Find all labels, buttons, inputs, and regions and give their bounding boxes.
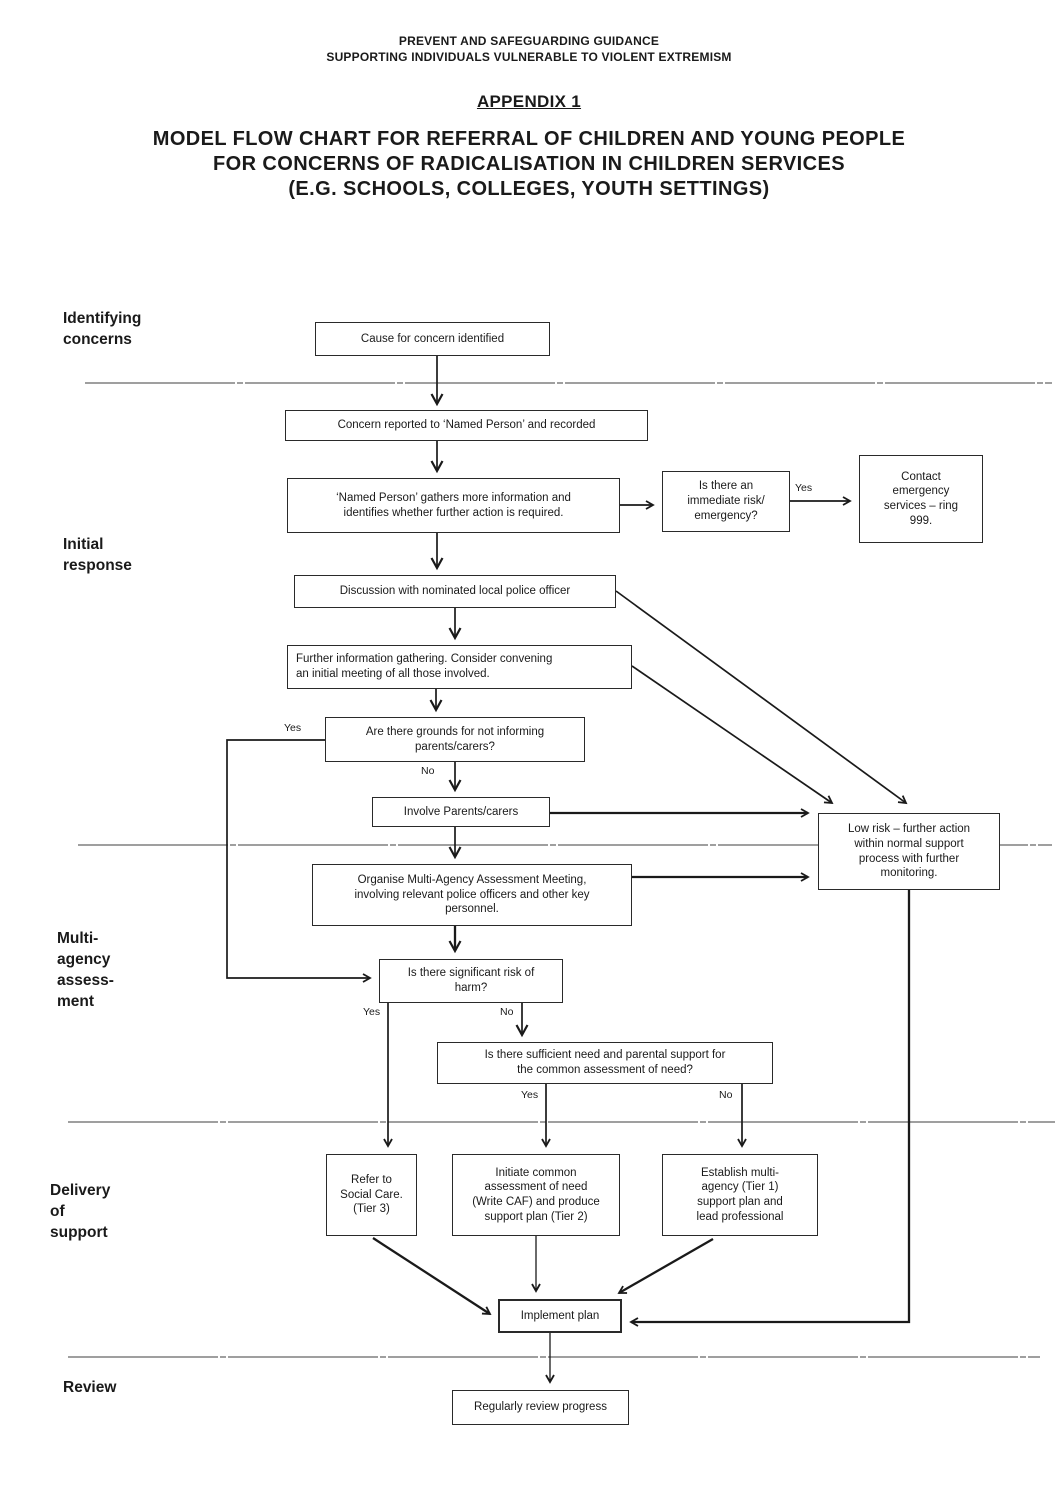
edge-label-grounds-no: No bbox=[421, 765, 435, 777]
node-refer-social-care: Refer to Social Care. (Tier 3) bbox=[326, 1154, 417, 1236]
page-title: MODEL FLOW CHART FOR REFERRAL OF CHILDRE… bbox=[152, 128, 906, 200]
node-implement-plan: Implement plan bbox=[498, 1299, 622, 1333]
doc-header-line2: SUPPORTING INDIVIDUALS VULNERABLE TO VIO… bbox=[326, 50, 732, 64]
node-initiate-common-assessment: Initiate common assessment of need (Writ… bbox=[452, 1154, 620, 1236]
node-contact-emergency-services: Contact emergency services – ring 999. bbox=[859, 455, 983, 543]
edge-further-to-lowrisk bbox=[631, 665, 834, 805]
node-organise-multi-agency-meeting: Organise Multi-Agency Assessment Meeting… bbox=[312, 864, 632, 926]
node-regularly-review-progress: Regularly review progress bbox=[452, 1390, 629, 1425]
node-named-person-gathers-info: ‘Named Person’ gathers more information … bbox=[287, 478, 620, 533]
section-label-review: Review bbox=[63, 1379, 117, 1396]
edge-label-sufficient-need-no: No bbox=[719, 1089, 733, 1101]
node-sufficient-need-decision: Is there sufficient need and parental su… bbox=[437, 1042, 773, 1084]
edge-police-to-lowrisk bbox=[615, 590, 908, 805]
edge-grounds-yes-loop bbox=[226, 739, 372, 983]
node-police-discussion: Discussion with nominated local police o… bbox=[294, 575, 616, 608]
node-concern-reported: Concern reported to ‘Named Person’ and r… bbox=[285, 410, 648, 441]
node-significant-risk-decision: Is there significant risk of harm? bbox=[379, 959, 563, 1003]
edge-label-grounds-yes: Yes bbox=[284, 722, 302, 734]
edge-label-immediate-risk-yes: Yes bbox=[795, 482, 813, 494]
node-cause-for-concern: Cause for concern identified bbox=[315, 322, 550, 356]
section-label-delivery-of-support: Delivery of support bbox=[50, 1182, 111, 1241]
section-label-identifying-concerns: Identifying concerns bbox=[63, 310, 142, 348]
edge-label-sufficient-need-yes: Yes bbox=[521, 1089, 539, 1101]
doc-header-line1: PREVENT AND SAFEGUARDING GUIDANCE bbox=[398, 34, 660, 48]
edge-label-significant-risk-no: No bbox=[500, 1006, 514, 1018]
section-label-initial-response: Initial response bbox=[63, 536, 132, 574]
appendix-heading: APPENDIX 1 bbox=[476, 92, 582, 111]
section-label-multi-agency-assessment: Multi- agency assess- ment bbox=[57, 930, 114, 1010]
edge-establish-to-implement bbox=[617, 1238, 714, 1294]
node-low-risk-normal-support: Low risk – further action within normal … bbox=[818, 813, 1000, 890]
node-further-information-gathering: Further information gathering. Consider … bbox=[287, 645, 632, 689]
edge-refer-to-implement bbox=[372, 1237, 492, 1315]
node-immediate-risk-decision: Is there an immediate risk/ emergency? bbox=[662, 471, 790, 532]
node-grounds-not-informing-decision: Are there grounds for not informing pare… bbox=[325, 717, 585, 762]
node-establish-multi-agency-plan: Establish multi- agency (Tier 1) support… bbox=[662, 1154, 818, 1236]
edge-lowrisk-to-implement bbox=[629, 890, 911, 1327]
node-involve-parents-carers: Involve Parents/carers bbox=[372, 797, 550, 827]
edge-label-significant-risk-yes: Yes bbox=[363, 1006, 381, 1018]
